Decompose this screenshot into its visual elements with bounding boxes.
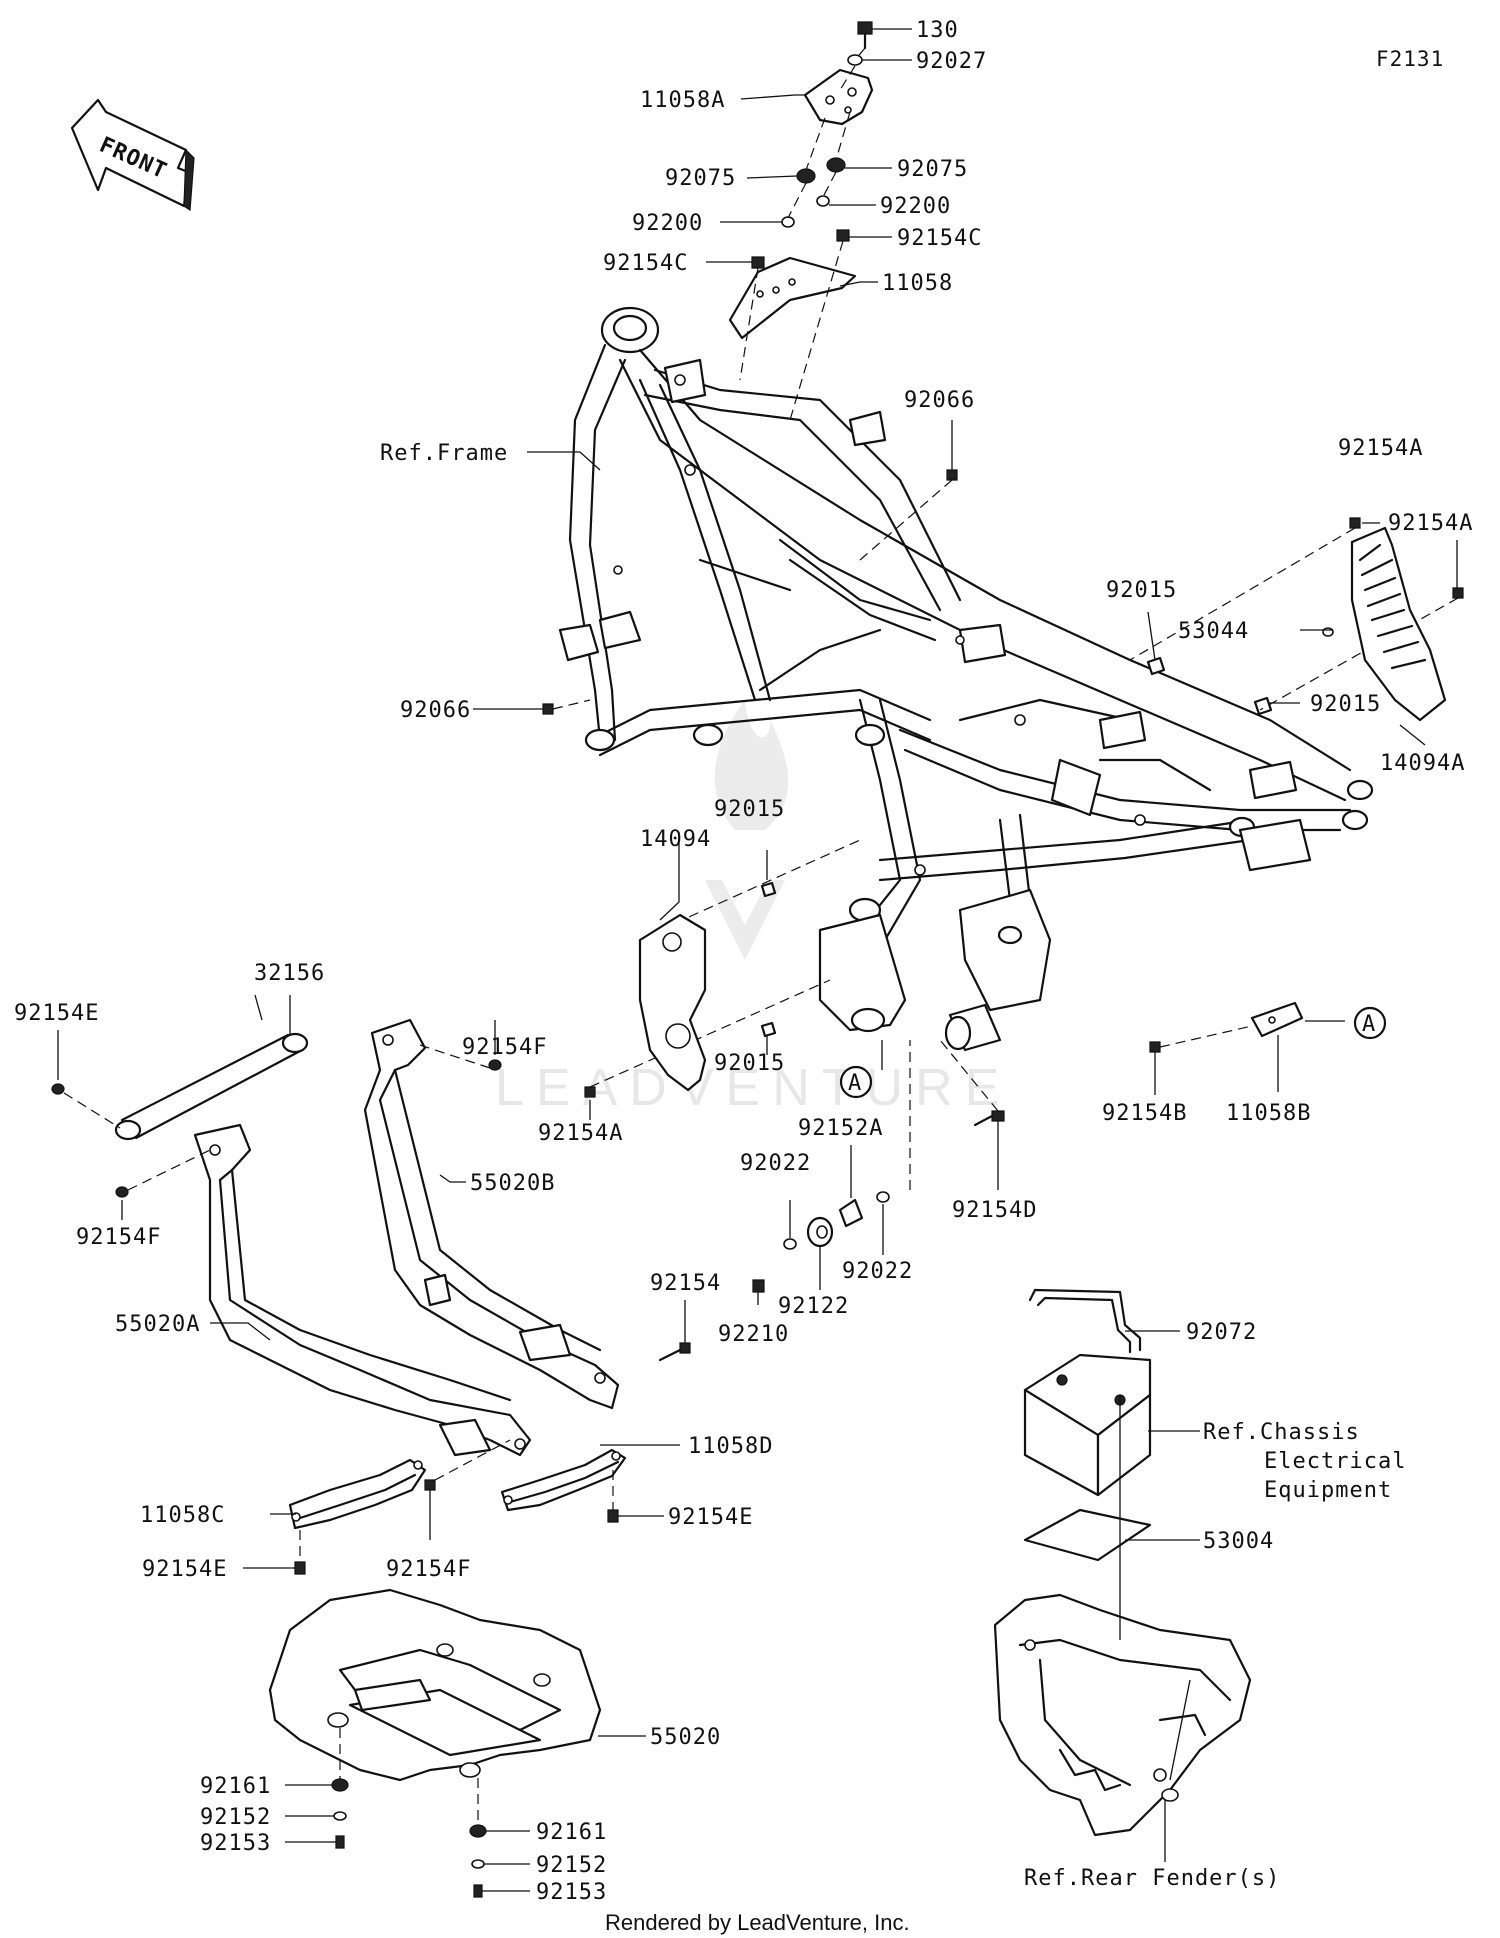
label-92152-left: 92152 bbox=[200, 1805, 271, 1830]
label-92210: 92210 bbox=[718, 1322, 789, 1347]
label-11058b: 11058B bbox=[1226, 1101, 1311, 1126]
label-92122: 92122 bbox=[778, 1294, 849, 1319]
label-11058: 11058 bbox=[882, 271, 953, 296]
label-ref-chassis-line1: Ref.Chassis bbox=[1203, 1420, 1360, 1445]
bracket-55020a bbox=[193, 1123, 532, 1457]
front-direction-icon: FRONT bbox=[70, 98, 195, 212]
leadventure-watermark: LEADVENTURE bbox=[495, 700, 1011, 1117]
label-92075-left: 92075 bbox=[665, 166, 736, 191]
pad-53004 bbox=[1023, 1508, 1152, 1562]
label-92154a-1: 92154A bbox=[1338, 436, 1423, 461]
label-92075-right: 92075 bbox=[897, 157, 968, 182]
bar-32156 bbox=[51, 994, 309, 1141]
label-14094: 14094 bbox=[640, 827, 711, 852]
label-92154e-1: 92154E bbox=[14, 1001, 99, 1026]
label-92154e-2: 92154E bbox=[142, 1557, 227, 1582]
marker-a-left-text: A bbox=[848, 1071, 862, 1096]
label-92154: 92154 bbox=[650, 1271, 721, 1296]
label-92152a: 92152A bbox=[798, 1116, 883, 1141]
label-92022-1: 92022 bbox=[740, 1151, 811, 1176]
label-55020: 55020 bbox=[650, 1725, 721, 1750]
label-11058d: 11058D bbox=[688, 1434, 773, 1459]
label-ref-rear-fender: Ref.Rear Fender(s) bbox=[1024, 1866, 1280, 1891]
label-92154c-right: 92154C bbox=[897, 226, 982, 251]
label-92066-top: 92066 bbox=[904, 388, 975, 413]
frame-hardware bbox=[542, 469, 1464, 1098]
label-32156: 32156 bbox=[254, 961, 325, 986]
label-11058a: 11058A bbox=[640, 88, 725, 113]
label-92200-right: 92200 bbox=[880, 194, 951, 219]
top-bracket-assembly bbox=[728, 21, 874, 421]
frame-illustration bbox=[558, 306, 1374, 1052]
label-53044: 53044 bbox=[1178, 619, 1249, 644]
battery-strap-92072 bbox=[1028, 1288, 1142, 1354]
label-92153-right: 92153 bbox=[536, 1880, 607, 1905]
label-92072: 92072 bbox=[1186, 1320, 1257, 1345]
label-92152-right: 92152 bbox=[536, 1853, 607, 1878]
label-11058c: 11058C bbox=[140, 1503, 225, 1528]
label-92066-left: 92066 bbox=[400, 698, 471, 723]
label-ref-frame: Ref.Frame bbox=[380, 441, 508, 466]
cover-14094 bbox=[638, 913, 707, 1092]
label-92154d: 92154D bbox=[952, 1198, 1037, 1223]
figure-code: F2131 bbox=[1376, 47, 1444, 71]
battery-case-illustration bbox=[993, 1593, 1252, 1837]
label-55020a: 55020A bbox=[115, 1312, 200, 1337]
part-labels: F2131 130 92027 11058A 92075 92075 92200… bbox=[14, 18, 1473, 1935]
label-53004: 53004 bbox=[1203, 1529, 1274, 1554]
label-ref-chassis-line2: Electrical bbox=[1264, 1449, 1406, 1474]
label-55020b: 55020B bbox=[470, 1171, 555, 1196]
label-92154f-3: 92154F bbox=[386, 1557, 471, 1582]
label-92154b: 92154B bbox=[1102, 1101, 1187, 1126]
label-92015-2: 92015 bbox=[1310, 692, 1381, 717]
marker-a-right-text: A bbox=[1362, 1012, 1376, 1037]
label-14094a: 14094A bbox=[1380, 751, 1465, 776]
label-92027: 92027 bbox=[916, 49, 987, 74]
label-92154a-2: 92154A bbox=[1388, 511, 1473, 536]
label-92015-3: 92015 bbox=[714, 797, 785, 822]
reference-marker-a-right: A bbox=[1353, 1006, 1387, 1040]
label-92154a-3: 92154A bbox=[538, 1121, 623, 1146]
label-92015-4: 92015 bbox=[714, 1051, 785, 1076]
watermark-text: LEADVENTURE bbox=[495, 1059, 1011, 1117]
label-92154e-3: 92154E bbox=[668, 1505, 753, 1530]
plate-11058c bbox=[288, 1458, 427, 1575]
label-92153-left: 92153 bbox=[200, 1831, 271, 1856]
credit-text: Rendered by LeadVenture, Inc. bbox=[605, 1910, 910, 1935]
label-130: 130 bbox=[916, 18, 959, 43]
skid-plate-55020 bbox=[268, 1588, 602, 1898]
label-92154c-left: 92154C bbox=[603, 251, 688, 276]
battery-illustration bbox=[1023, 1353, 1152, 1497]
label-92161-right: 92161 bbox=[536, 1820, 607, 1845]
label-92154f-2: 92154F bbox=[462, 1035, 547, 1060]
label-92022-2: 92022 bbox=[842, 1259, 913, 1284]
leader-lines bbox=[57, 28, 1458, 1892]
label-ref-chassis-line3: Equipment bbox=[1264, 1478, 1392, 1503]
label-92015-1: 92015 bbox=[1106, 578, 1177, 603]
label-92154f-1: 92154F bbox=[76, 1225, 161, 1250]
bracket-55020b bbox=[115, 1018, 620, 1410]
cover-14094a bbox=[1350, 526, 1447, 722]
mid-hardware bbox=[658, 1039, 1005, 1362]
label-92200-left: 92200 bbox=[632, 211, 703, 236]
bracket-11058b bbox=[1149, 1001, 1304, 1053]
plate-11058d bbox=[424, 1439, 627, 1523]
label-92161-left: 92161 bbox=[200, 1774, 271, 1799]
reference-marker-a-left: A bbox=[839, 1065, 873, 1099]
